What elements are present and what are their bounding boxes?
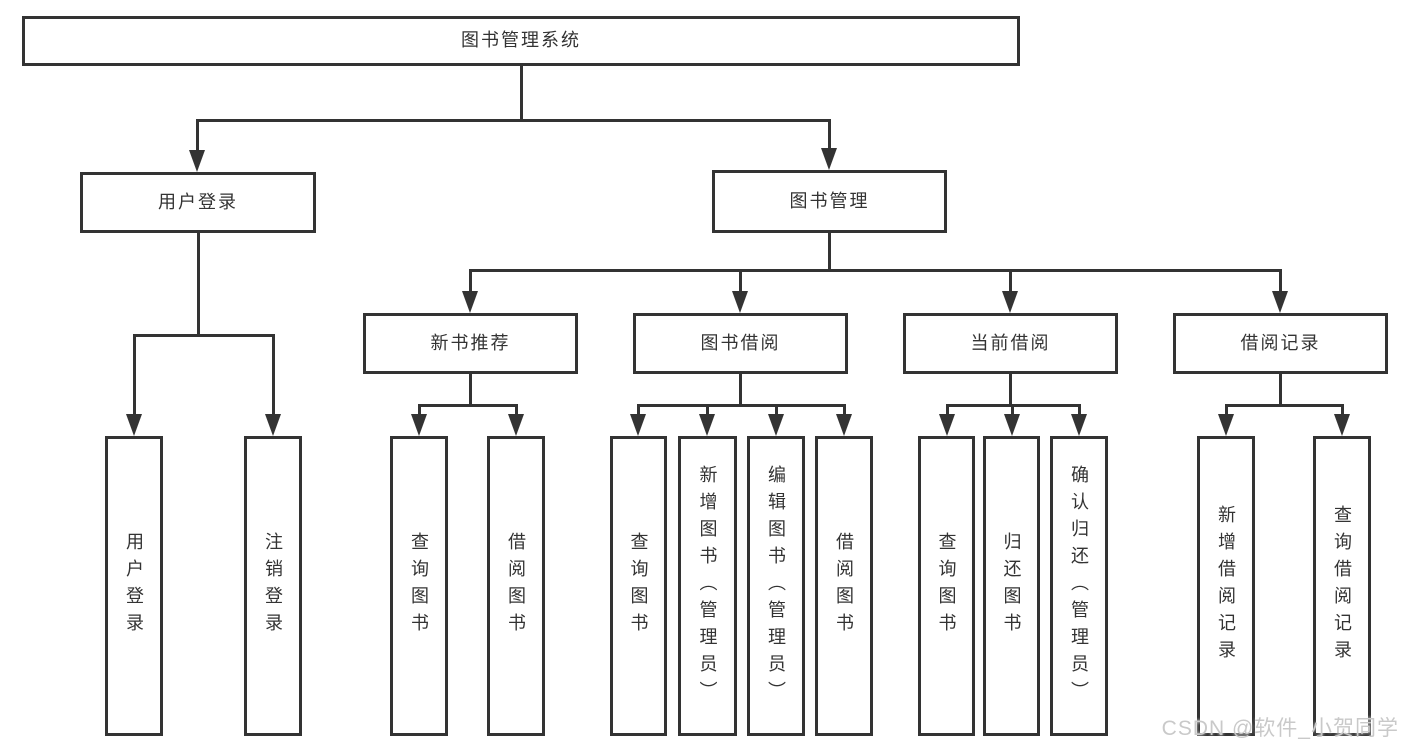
connector-stub xyxy=(197,233,200,337)
connector-drop xyxy=(843,404,846,414)
connector-bar xyxy=(133,334,275,337)
connector-drop xyxy=(946,404,949,414)
connector-arrowhead xyxy=(768,414,784,436)
connector-drop xyxy=(469,269,472,291)
connector-drop xyxy=(1341,404,1344,414)
node-user-login: 用户登录 xyxy=(80,172,316,233)
leaf-borrowing-add-books: 新增图书（管理员） xyxy=(678,436,737,736)
connector-arrowhead xyxy=(1002,291,1018,313)
connector-drop xyxy=(1009,269,1012,291)
leaf-borrowing-query-books: 查询图书 xyxy=(610,436,667,736)
connector-arrowhead xyxy=(699,414,715,436)
connector-stub xyxy=(520,66,523,119)
connector-arrowhead xyxy=(1071,414,1087,436)
leaf-borrowing-borrow-books: 借阅图书 xyxy=(815,436,873,736)
connector-drop xyxy=(1078,404,1081,414)
connector-arrowhead xyxy=(939,414,955,436)
connector-stub xyxy=(1009,374,1012,407)
leaf-logout: 注销登录 xyxy=(244,436,302,736)
connector-bar xyxy=(637,404,846,407)
node-book-management: 图书管理 xyxy=(712,170,947,233)
connector-stub xyxy=(739,374,742,407)
connector-bar xyxy=(418,404,518,407)
leaf-current-query-books: 查询图书 xyxy=(918,436,975,736)
leaf-current-confirm-return: 确认归还（管理员） xyxy=(1050,436,1108,736)
connector-arrowhead xyxy=(732,291,748,313)
connector-bar xyxy=(469,269,1282,272)
leaf-borrowing-edit-books: 编辑图书（管理员） xyxy=(747,436,805,736)
connector-bar xyxy=(196,119,831,122)
node-new-book-recommend: 新书推荐 xyxy=(363,313,578,374)
connector-arrowhead xyxy=(1334,414,1350,436)
connector-arrowhead xyxy=(630,414,646,436)
leaf-records-add-record: 新增借阅记录 xyxy=(1197,436,1255,736)
node-library-system: 图书管理系统 xyxy=(22,16,1020,66)
node-current-borrowing: 当前借阅 xyxy=(903,313,1118,374)
connector-arrowhead xyxy=(462,291,478,313)
node-book-borrowing: 图书借阅 xyxy=(633,313,848,374)
connector-drop xyxy=(418,404,421,414)
connector-drop xyxy=(1225,404,1228,414)
connector-drop xyxy=(637,404,640,414)
connector-arrowhead xyxy=(126,414,142,436)
connector-drop xyxy=(775,404,778,414)
connector-drop xyxy=(739,269,742,291)
connector-drop xyxy=(1279,269,1282,291)
connector-drop xyxy=(1011,404,1014,414)
connector-drop xyxy=(133,334,136,414)
leaf-recommend-query-books: 查询图书 xyxy=(390,436,448,736)
node-borrowing-records: 借阅记录 xyxy=(1173,313,1388,374)
leaf-current-return-books: 归还图书 xyxy=(983,436,1040,736)
csdn-watermark: CSDN @软件_小贺同学 xyxy=(1161,717,1399,740)
connector-arrowhead xyxy=(508,414,524,436)
connector-drop xyxy=(196,119,199,150)
leaf-records-query-record: 查询借阅记录 xyxy=(1313,436,1371,736)
connector-arrowhead xyxy=(265,414,281,436)
connector-arrowhead xyxy=(411,414,427,436)
connector-stub xyxy=(828,233,831,272)
connector-drop xyxy=(828,119,831,148)
connector-arrowhead xyxy=(836,414,852,436)
connector-drop xyxy=(272,334,275,414)
leaf-recommend-borrow-books: 借阅图书 xyxy=(487,436,545,736)
connector-bar xyxy=(1225,404,1344,407)
connector-arrowhead xyxy=(1272,291,1288,313)
connector-arrowhead xyxy=(1004,414,1020,436)
connector-arrowhead xyxy=(189,150,205,172)
connector-stub xyxy=(469,374,472,407)
connector-arrowhead xyxy=(1218,414,1234,436)
connector-drop xyxy=(706,404,709,414)
connector-stub xyxy=(1279,374,1282,407)
connector-drop xyxy=(515,404,518,414)
leaf-user-login: 用户登录 xyxy=(105,436,163,736)
connector-arrowhead xyxy=(821,148,837,170)
